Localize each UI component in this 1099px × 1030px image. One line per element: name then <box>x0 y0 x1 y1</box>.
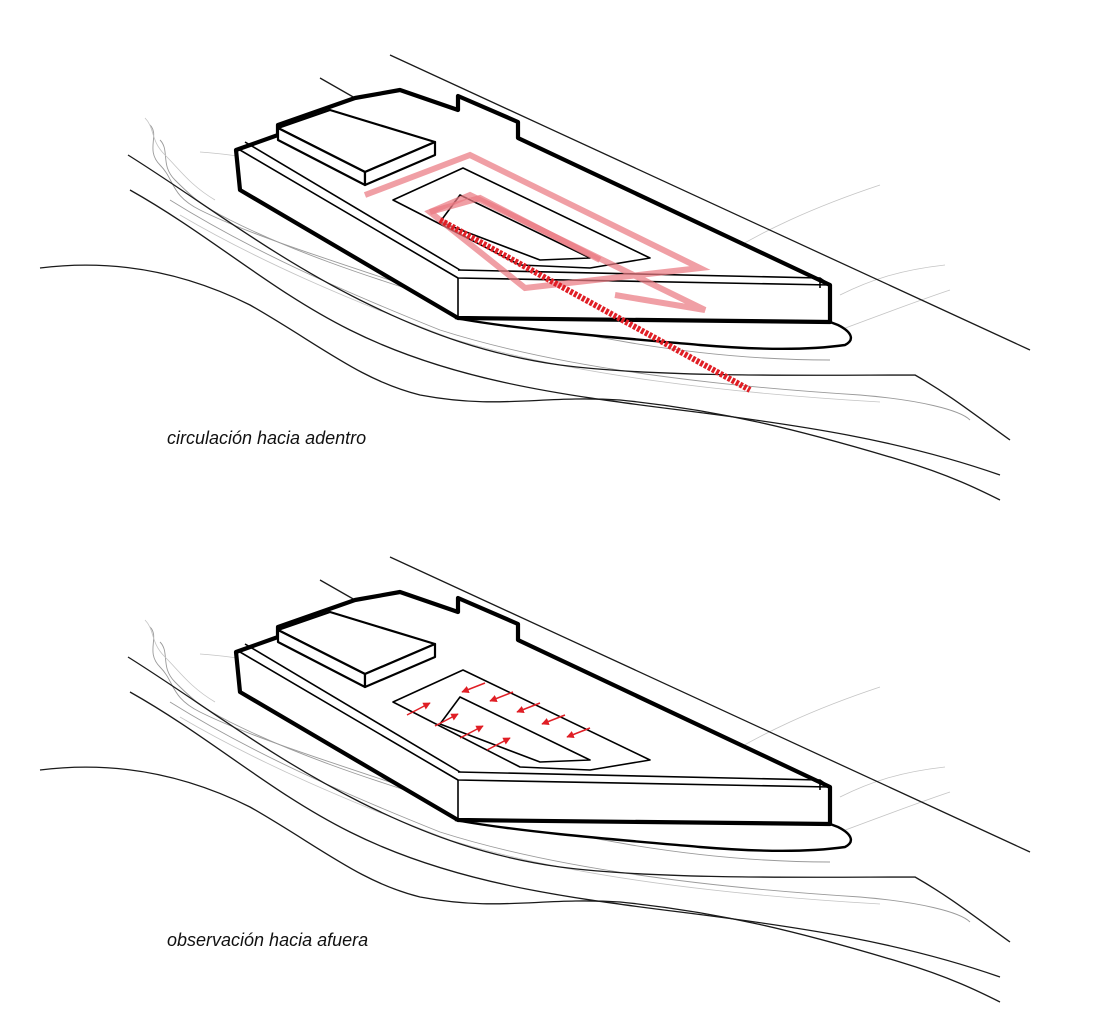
view-arrow-7 <box>434 713 459 727</box>
circulation-inner-loop <box>429 194 602 263</box>
view-arrow-9 <box>486 737 511 751</box>
view-arrow-6 <box>406 702 431 716</box>
circulation-axis <box>438 217 752 393</box>
panel-top <box>40 55 1030 500</box>
view-arrow-2 <box>489 691 514 703</box>
caption-observation: observación hacia afuera <box>167 930 369 950</box>
panel-bottom <box>40 557 1030 1002</box>
view-arrow-1 <box>461 682 486 694</box>
view-arrow-5 <box>566 727 591 739</box>
view-arrow-3 <box>516 702 541 714</box>
circulation-path <box>363 151 752 393</box>
circulation-outer-loop <box>363 151 711 313</box>
view-arrow-4 <box>541 714 566 726</box>
view-arrow-8 <box>459 725 484 739</box>
observation-arrows <box>406 682 591 751</box>
caption-circulation: circulación hacia adentro <box>167 428 367 448</box>
